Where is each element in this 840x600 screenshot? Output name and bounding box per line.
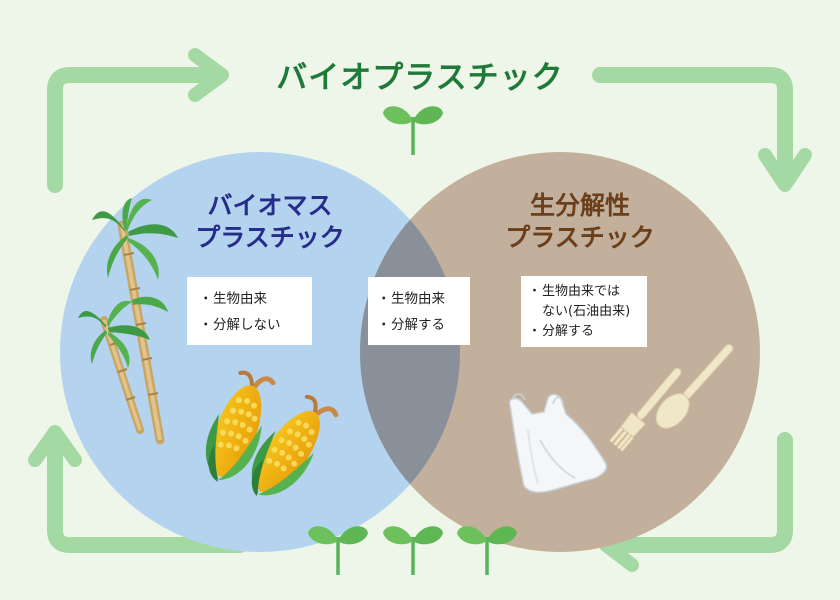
left-circle [60,152,460,552]
left-features-list: ・生物由来 ・分解しない [199,286,312,338]
right-features-list: ・生物由来ではない(石油由来) ・分解する [528,282,647,342]
overlap-features-box: ・生物由来 ・分解する [368,277,470,345]
left-circle-title: バイオマス プラスチック [160,190,380,254]
list-item: ・分解する [377,312,470,338]
sprout-icon [383,526,443,575]
list-item: ・生物由来 [199,286,312,312]
bullet-mark: ・ [377,317,391,333]
list-item: ・生物由来 [377,286,470,312]
right-circle [360,152,760,552]
diagram-title: バイオプラスチック [276,60,564,96]
bullet-mark: ・ [528,284,542,299]
spoon-icon [655,344,734,429]
fork-icon [609,367,682,452]
cycle-arrow-icon [592,67,812,192]
list-item-text: 生物由来では [542,284,621,299]
left-circle-title-line1: バイオマス [207,191,333,220]
list-item-text: 分解しない [213,317,281,333]
list-item-text: 分解する [542,324,595,339]
left-circle-title-line2: プラスチック [195,223,345,252]
sprout-icon [308,526,368,575]
right-circle-title: 生分解性 プラスチック [470,190,690,254]
list-item: ・分解しない [199,312,312,338]
list-item-text: 生物由来 [391,291,445,307]
corn-icon [251,394,339,497]
bullet-mark: ・ [528,324,542,339]
right-circle-title-line2: プラスチック [505,223,655,252]
list-item-text-continued: ない(石油由来) [542,304,631,319]
left-features-box: ・生物由来 ・分解しない [187,277,312,345]
sprout-icon [457,526,517,575]
list-item-text: 生物由来 [213,291,267,307]
list-item-text: 分解する [391,317,445,333]
bullet-mark: ・ [199,291,213,307]
overlap-features-list: ・生物由来 ・分解する [377,286,470,338]
plastic-bag-icon [508,393,607,493]
right-circle-title-line1: 生分解性 [529,191,630,220]
bullet-mark: ・ [377,291,391,307]
sugarcane-icon [78,198,178,445]
sprout-icon [383,106,443,155]
bullet-mark: ・ [199,317,213,333]
list-item: ・生物由来ではない(石油由来) [528,282,647,322]
list-item: ・分解する [528,322,647,342]
cycle-arrow-icon [47,48,229,193]
corn-icon [206,370,276,482]
right-features-box: ・生物由来ではない(石油由来) ・分解する [521,276,647,347]
cycle-arrow-icon [28,425,248,553]
